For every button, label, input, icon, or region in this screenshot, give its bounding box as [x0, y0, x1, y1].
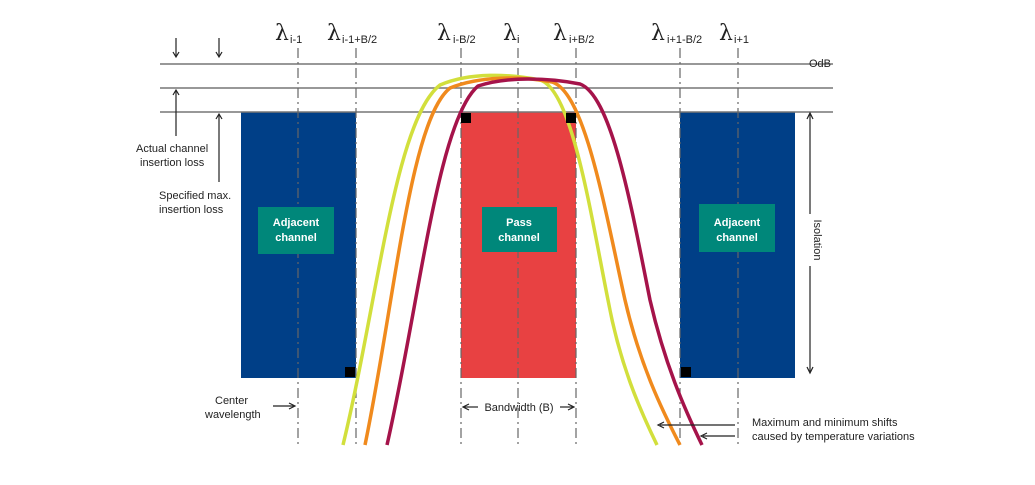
box-line-2: channel — [716, 232, 758, 244]
isolation-head-top — [806, 111, 814, 120]
adjacent-channel-right-label: Adjacent channel — [699, 204, 775, 252]
isolation-label: Isolation — [811, 220, 823, 261]
lambda-subscript: i-1 — [290, 34, 302, 46]
lambda-symbol: λ — [553, 21, 567, 46]
specified-loss-label-1: Specified max. — [159, 190, 231, 202]
lambda-subscript: i+1 — [734, 34, 749, 46]
label-box-bg — [482, 207, 557, 252]
corner-marker-adjacent-right — [681, 367, 691, 377]
shift-note-line-2: caused by temperature variations — [752, 431, 915, 443]
arrow-up-specified-head — [215, 112, 223, 120]
lambda-symbol: λ — [719, 21, 733, 46]
lambda-label-i+1-B/2: λ i+1-B/2 — [651, 21, 702, 46]
bandwidth-head-left — [461, 403, 470, 411]
shift-note-line-1: Maximum and minimum shifts — [752, 417, 898, 429]
shift-arrow-2-head — [699, 432, 708, 440]
arrow-up-actual-head — [172, 88, 180, 96]
center-wavelength-label-1: Center — [215, 395, 248, 407]
actual-loss-label-2: insertion loss — [140, 157, 205, 169]
lambda-label-i-B/2: λ i-B/2 — [437, 21, 476, 46]
response-curve-orange — [363, 76, 682, 446]
shift-arrows — [656, 421, 735, 440]
lambda-symbol: λ — [327, 21, 341, 46]
lambda-symbol: λ — [275, 21, 289, 46]
center-wavelength-label-2: wavelength — [204, 409, 261, 421]
label-box-bg — [699, 204, 775, 252]
lambda-label-i-1: λ i-1 — [275, 21, 302, 46]
response-curve-maroon — [385, 77, 704, 446]
corner-marker-adjacent-left — [345, 367, 355, 377]
label-box-bg — [258, 207, 334, 254]
arrow-down-2-head — [215, 51, 223, 59]
lambda-subscript: i-1+B/2 — [342, 34, 377, 46]
isolation-head-bottom — [806, 366, 814, 375]
center-wavelength-arrow — [273, 402, 297, 410]
specified-loss-label-2: insertion loss — [159, 204, 224, 216]
box-line-1: Adjacent — [714, 217, 761, 229]
shift-arrow-1-head — [656, 421, 665, 429]
isolation-label-bg — [803, 214, 817, 266]
arrow-down-1-head — [172, 51, 180, 59]
lambda-label-i+1: λ i+1 — [719, 21, 749, 46]
box-line-2: channel — [498, 232, 540, 244]
lambda-subscript: i+1-B/2 — [667, 34, 702, 46]
box-line-1: Adjacent — [273, 217, 320, 229]
lambda-symbol: λ — [651, 21, 665, 46]
bandwidth-arrow — [461, 403, 576, 411]
box-line-1: Pass — [506, 217, 532, 229]
zero-db-label: OdB — [809, 58, 831, 70]
box-line-2: channel — [275, 232, 317, 244]
corner-marker-pass-right — [566, 113, 576, 123]
lambda-label-i+B/2: λ i+B/2 — [553, 21, 594, 46]
corner-marker-pass-left — [461, 113, 471, 123]
bandwidth-head-right — [567, 403, 576, 411]
lambda-symbol: λ — [503, 21, 517, 46]
lambda-label-i: λ i — [503, 21, 519, 46]
lambda-subscript: i-B/2 — [453, 34, 476, 46]
pass-channel-label: Pass channel — [482, 207, 557, 252]
lambda-label-i-1+B/2: λ i-1+B/2 — [327, 21, 377, 46]
bandwidth-label: Bandwidth (B) — [484, 402, 553, 414]
lambda-subscript: i+B/2 — [569, 34, 594, 46]
lambda-symbol: λ — [437, 21, 451, 46]
adjacent-channel-left-label: Adjacent channel — [258, 207, 334, 254]
actual-loss-label-1: Actual channel — [136, 143, 208, 155]
center-arrow-head — [288, 402, 297, 410]
lambda-subscript: i — [517, 34, 519, 46]
insertion-loss-arrows — [172, 38, 223, 182]
